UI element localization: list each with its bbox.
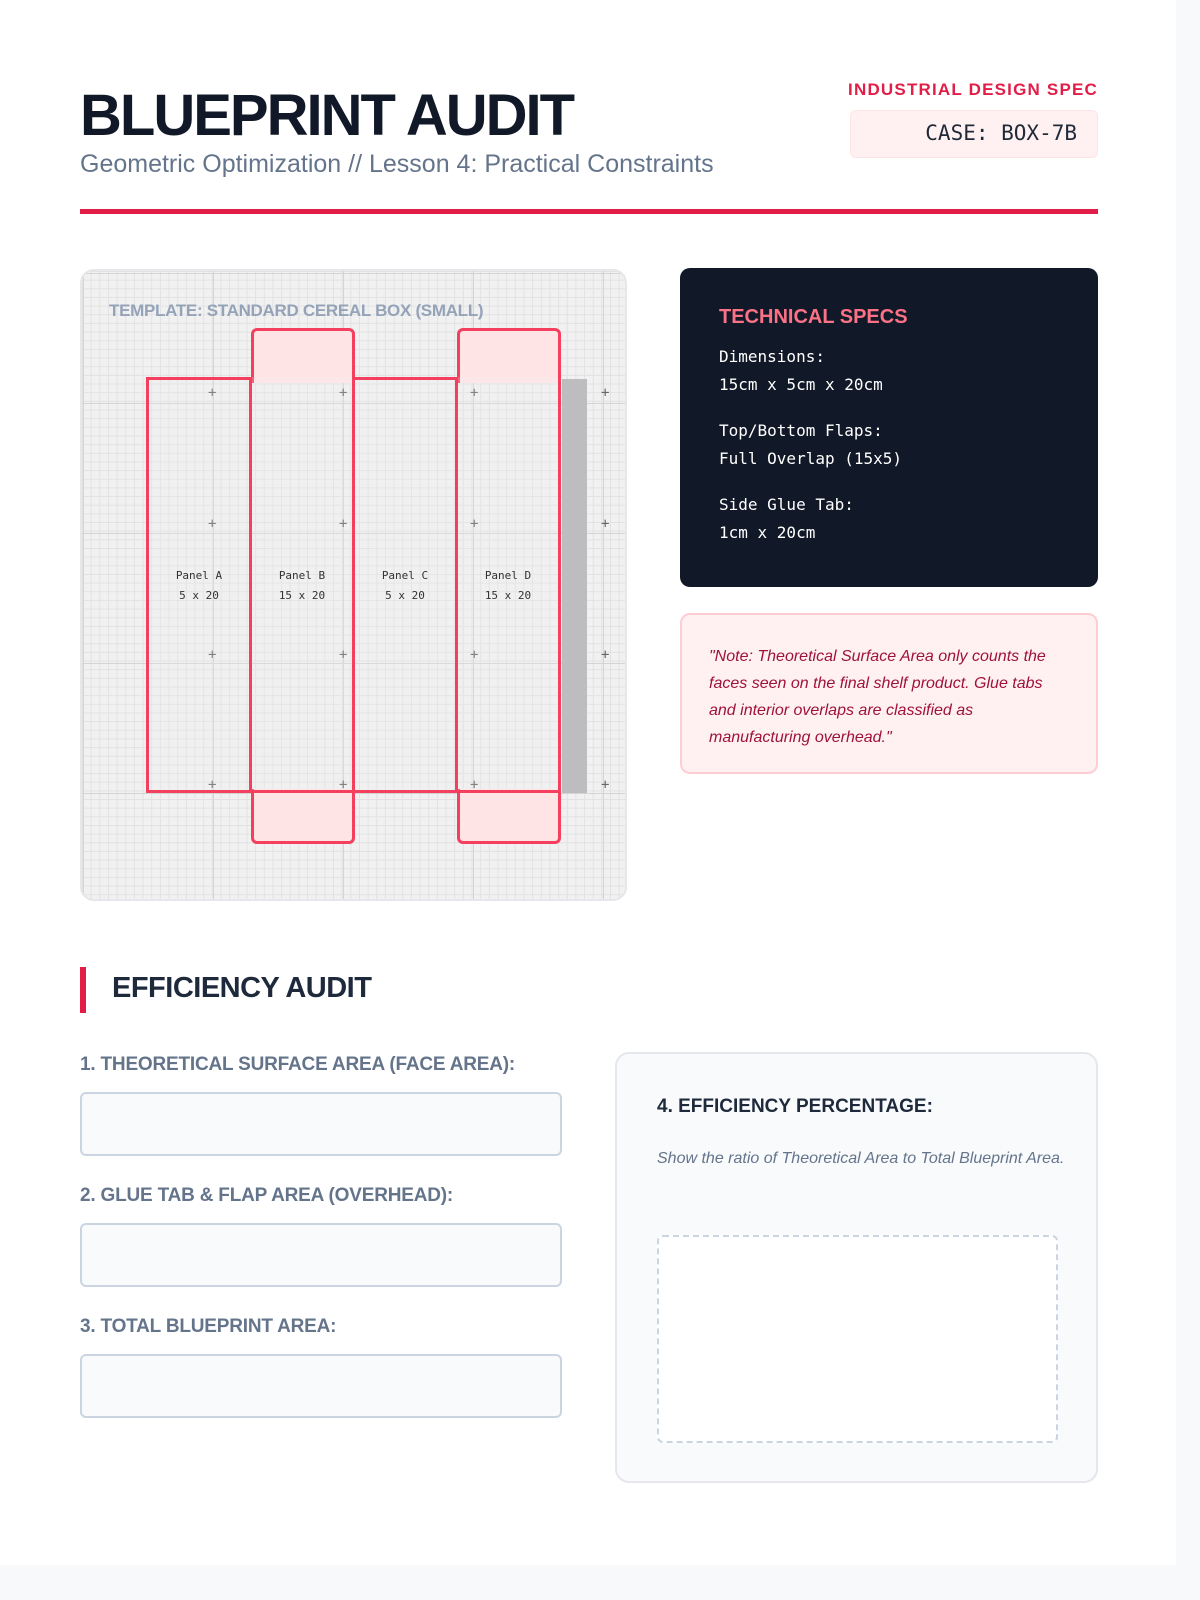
spec-flaps: Top/Bottom Flaps: Full Overlap (15x5) xyxy=(719,417,1059,473)
registration-mark-icon: + xyxy=(470,777,479,793)
registration-mark-icon: + xyxy=(601,385,610,401)
registration-mark-icon: + xyxy=(208,516,217,532)
registration-mark-icon: + xyxy=(339,647,348,663)
registration-mark-icon: + xyxy=(470,647,479,663)
blueprint-title: TEMPLATE: STANDARD CEREAL BOX (SMALL) xyxy=(109,301,484,320)
blueprint-diagram: TEMPLATE: STANDARD CEREAL BOX (SMALL) + +… xyxy=(80,269,627,901)
efficiency-card: 4. EFFICIENCY PERCENTAGE: Show the ratio… xyxy=(615,1052,1098,1483)
q2-answer-field[interactable] xyxy=(80,1223,562,1287)
registration-mark-icon: + xyxy=(601,647,610,663)
page-subtitle: Geometric Optimization // Lesson 4: Prac… xyxy=(80,150,714,178)
spec-glue-tab: Side Glue Tab: 1cm x 20cm xyxy=(719,491,1059,547)
panel-b-name: Panel B xyxy=(278,569,326,582)
page-title: BLUEPRINT AUDIT xyxy=(80,83,575,148)
panel-c-name: Panel C xyxy=(381,569,429,582)
panel-a: Panel A 5 x 20 xyxy=(146,377,252,793)
registration-mark-icon: + xyxy=(339,777,348,793)
panel-a-name: Panel A xyxy=(175,569,223,582)
bottom-flap-d xyxy=(457,789,561,844)
spec-value: 15cm x 5cm x 20cm xyxy=(719,375,883,394)
registration-mark-icon: + xyxy=(208,647,217,663)
q4-label: 4. EFFICIENCY PERCENTAGE: xyxy=(657,1096,933,1117)
panel-c-size: 5 x 20 xyxy=(385,589,425,602)
panel-c: Panel C 5 x 20 xyxy=(352,377,458,793)
spec-label: Dimensions: xyxy=(719,347,825,366)
section-accent-bar xyxy=(80,967,86,1013)
registration-mark-icon: + xyxy=(470,385,479,401)
header-divider xyxy=(80,209,1098,214)
panel-d-size: 15 x 20 xyxy=(484,589,532,602)
spec-label: Side Glue Tab: xyxy=(719,495,854,514)
panel-d-name: Panel D xyxy=(484,569,532,582)
case-badge: CASE: BOX-7B xyxy=(850,110,1098,158)
q4-hint: Show the ratio of Theoretical Area to To… xyxy=(657,1150,1065,1167)
top-flap-b xyxy=(251,328,355,383)
q4-answer-box[interactable] xyxy=(657,1235,1058,1443)
panel-b-size: 15 x 20 xyxy=(278,589,326,602)
spec-value: Full Overlap (15x5) xyxy=(719,449,903,468)
panel-b: Panel B 15 x 20 xyxy=(249,377,355,793)
registration-mark-icon: + xyxy=(470,516,479,532)
q3-answer-field[interactable] xyxy=(80,1354,562,1418)
spec-value: 1cm x 20cm xyxy=(719,523,816,542)
registration-mark-icon: + xyxy=(339,516,348,532)
bottom-flap-b xyxy=(251,789,355,844)
section-title: EFFICIENCY AUDIT xyxy=(112,972,372,1004)
q1-answer-field[interactable] xyxy=(80,1092,562,1156)
q1-label: 1. THEORETICAL SURFACE AREA (FACE AREA): xyxy=(80,1054,516,1075)
registration-mark-icon: + xyxy=(208,385,217,401)
registration-mark-icon: + xyxy=(601,516,610,532)
registration-mark-icon: + xyxy=(601,777,610,793)
top-flap-d xyxy=(457,328,561,383)
worksheet-page: BLUEPRINT AUDIT Geometric Optimization /… xyxy=(80,80,1098,1483)
panel-d: Panel D 15 x 20 xyxy=(455,377,561,793)
registration-mark-icon: + xyxy=(208,777,217,793)
technical-specs-card: TECHNICAL SPECS Dimensions: 15cm x 5cm x … xyxy=(680,268,1098,587)
glue-tab xyxy=(562,379,587,793)
q3-label: 3. TOTAL BLUEPRINT AREA: xyxy=(80,1316,337,1337)
panel-a-size: 5 x 20 xyxy=(179,589,219,602)
specs-title: TECHNICAL SPECS xyxy=(719,306,908,328)
q2-label: 2. GLUE TAB & FLAP AREA (OVERHEAD): xyxy=(80,1185,454,1206)
spec-kicker: INDUSTRIAL DESIGN SPEC xyxy=(848,80,1098,99)
spec-label: Top/Bottom Flaps: xyxy=(719,421,883,440)
note-callout: "Note: Theoretical Surface Area only cou… xyxy=(680,613,1098,774)
registration-mark-icon: + xyxy=(339,385,348,401)
spec-dimensions: Dimensions: 15cm x 5cm x 20cm xyxy=(719,343,1059,399)
